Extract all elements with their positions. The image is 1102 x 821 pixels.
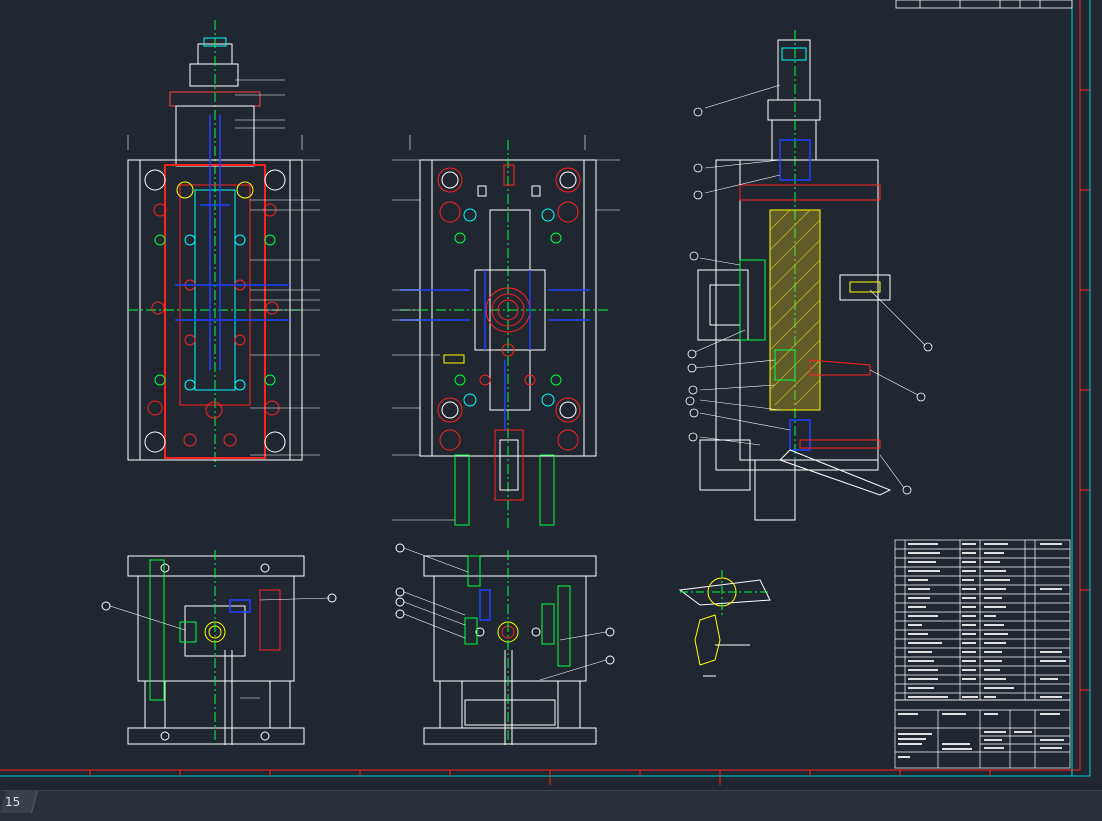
layout-tab[interactable]: 15 bbox=[0, 791, 39, 813]
detail-view bbox=[678, 570, 771, 677]
layout-tab-label: 15 bbox=[4, 795, 21, 809]
layout-tab-bar: 15 bbox=[0, 790, 1102, 821]
top-left-plan-view bbox=[127, 20, 320, 470]
title-block bbox=[894, 699, 1071, 769]
drawing-border bbox=[0, 0, 1091, 785]
title-block-text bbox=[898, 713, 1064, 758]
balloons-right-view bbox=[685, 107, 933, 495]
top-middle-plan-view bbox=[392, 135, 620, 530]
bottom-middle-side-view bbox=[395, 543, 615, 745]
bottom-left-side-view bbox=[101, 550, 337, 745]
bom-table bbox=[894, 539, 1071, 701]
bom-table-text bbox=[908, 543, 1066, 698]
drawing-canvas[interactable] bbox=[0, 0, 1102, 790]
cad-drawing[interactable] bbox=[0, 0, 1102, 790]
top-right-label-block bbox=[895, 0, 1073, 9]
right-section-view bbox=[694, 30, 926, 521]
